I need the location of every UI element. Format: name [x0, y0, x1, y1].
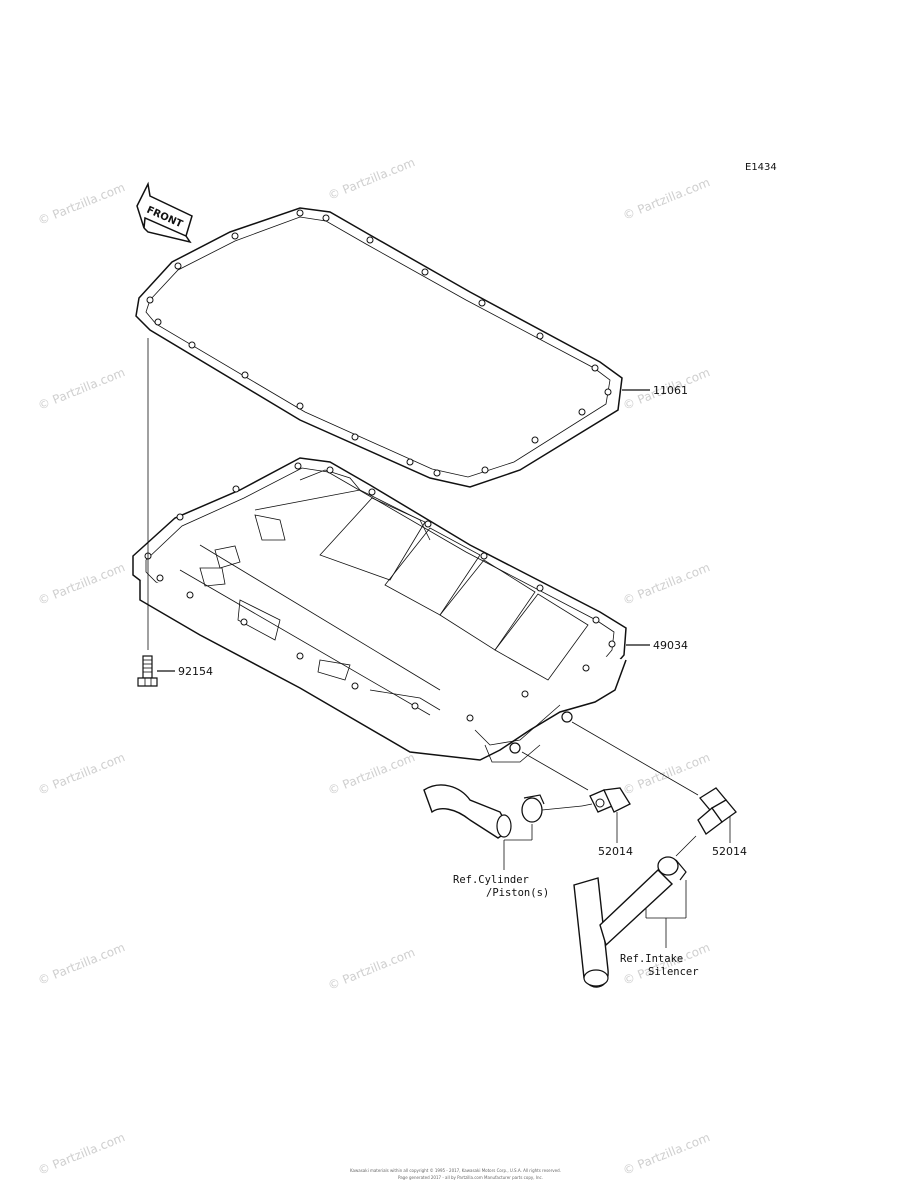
watermark: © Partzilla.com: [621, 560, 712, 608]
ref-intake-bracket: [645, 880, 687, 948]
part-number-right-fitting: 52014: [712, 845, 747, 858]
watermark: © Partzilla.com: [36, 940, 127, 988]
ref-intake-line1: Ref.Intake: [620, 953, 683, 965]
part-number-gasket: 11061: [653, 384, 688, 397]
watermark: © Partzilla.com: [326, 945, 417, 993]
oil-pan: [132, 457, 627, 763]
watermark: © Partzilla.com: [36, 560, 127, 608]
watermark: © Partzilla.com: [36, 365, 127, 413]
footer-line1: Kawasaki materials within all copyright …: [350, 1168, 561, 1173]
flange-bolt: [137, 655, 158, 687]
ref-cylinder-line2: /Piston(s): [486, 887, 549, 899]
watermark: © Partzilla.com: [36, 180, 127, 228]
intake-silencer-hose: [573, 869, 674, 988]
leader-left-fitting-line: [581, 803, 593, 807]
watermark: © Partzilla.com: [36, 1130, 127, 1178]
hose-clamp-right: [657, 856, 687, 881]
watermark: © Partzilla.com: [326, 750, 417, 798]
ref-cylinder-bracket: [503, 824, 533, 870]
hose-clamp-left: [521, 794, 545, 823]
elbow-fitting-right: [697, 787, 737, 835]
guide-line-right-clamp: [675, 835, 697, 857]
part-number-oil-pan: 49034: [653, 639, 688, 652]
diagram-code: E1434: [745, 162, 777, 173]
front-arrow-icon: FRONT: [136, 181, 193, 244]
watermark: © Partzilla.com: [621, 1130, 712, 1178]
ref-cylinder-line1: Ref.Cylinder: [453, 874, 529, 886]
ref-intake-line2: Silencer: [648, 966, 699, 978]
guide-line-right-fitting: [571, 721, 699, 796]
part-number-left-fitting: 52014: [598, 845, 633, 858]
cylinder-hose: [423, 784, 512, 839]
footer-line2: Page generated 2017 - all by Partzilla.c…: [398, 1175, 543, 1180]
oil-pan-gasket: [135, 207, 623, 488]
watermark: © Partzilla.com: [326, 155, 417, 203]
watermark: © Partzilla.com: [621, 175, 712, 223]
part-number-bolt: 92154: [178, 665, 213, 678]
watermark: © Partzilla.com: [36, 750, 127, 798]
guide-line-left-fitting: [521, 751, 589, 791]
guide-line-clamp-left: [541, 805, 583, 811]
elbow-fitting-left: [589, 787, 631, 813]
watermark: © Partzilla.com: [621, 750, 712, 798]
